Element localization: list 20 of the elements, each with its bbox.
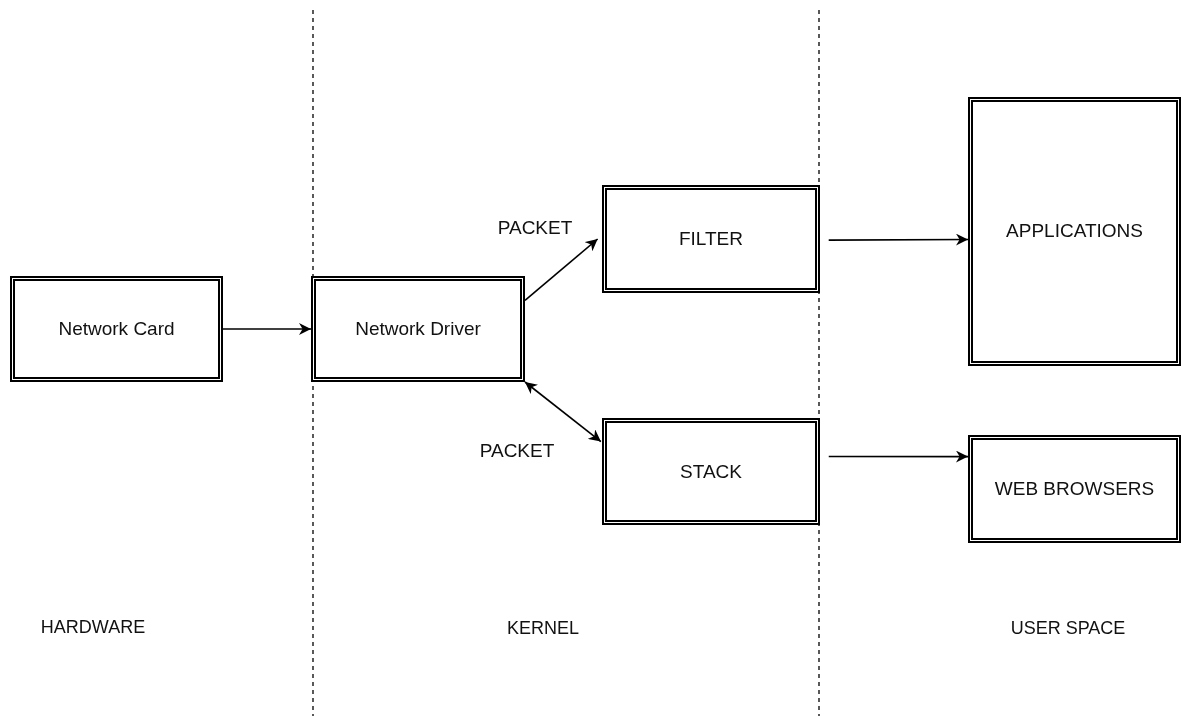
process-box xyxy=(311,276,525,382)
arrow xyxy=(524,238,599,302)
arrow xyxy=(222,323,312,335)
box-label: WEB BROWSERS xyxy=(994,478,1155,500)
zone-label: HARDWARE xyxy=(40,616,146,638)
process-box xyxy=(10,276,223,382)
process-box xyxy=(602,185,820,293)
box-label: STACK xyxy=(680,460,742,483)
box-label: APPLICATIONS xyxy=(1006,220,1143,242)
arrow xyxy=(827,233,969,246)
box-label: FILTER xyxy=(678,228,743,250)
box-label: Network Card xyxy=(58,318,175,340)
process-box xyxy=(968,97,1181,366)
arrow xyxy=(524,381,602,443)
process-box xyxy=(968,435,1181,543)
zone-label: KERNEL xyxy=(507,617,579,639)
box-label: Network Driver xyxy=(355,318,481,340)
arrow xyxy=(827,450,969,463)
process-box xyxy=(602,418,820,525)
zone-label: USER SPACE xyxy=(1010,617,1126,639)
